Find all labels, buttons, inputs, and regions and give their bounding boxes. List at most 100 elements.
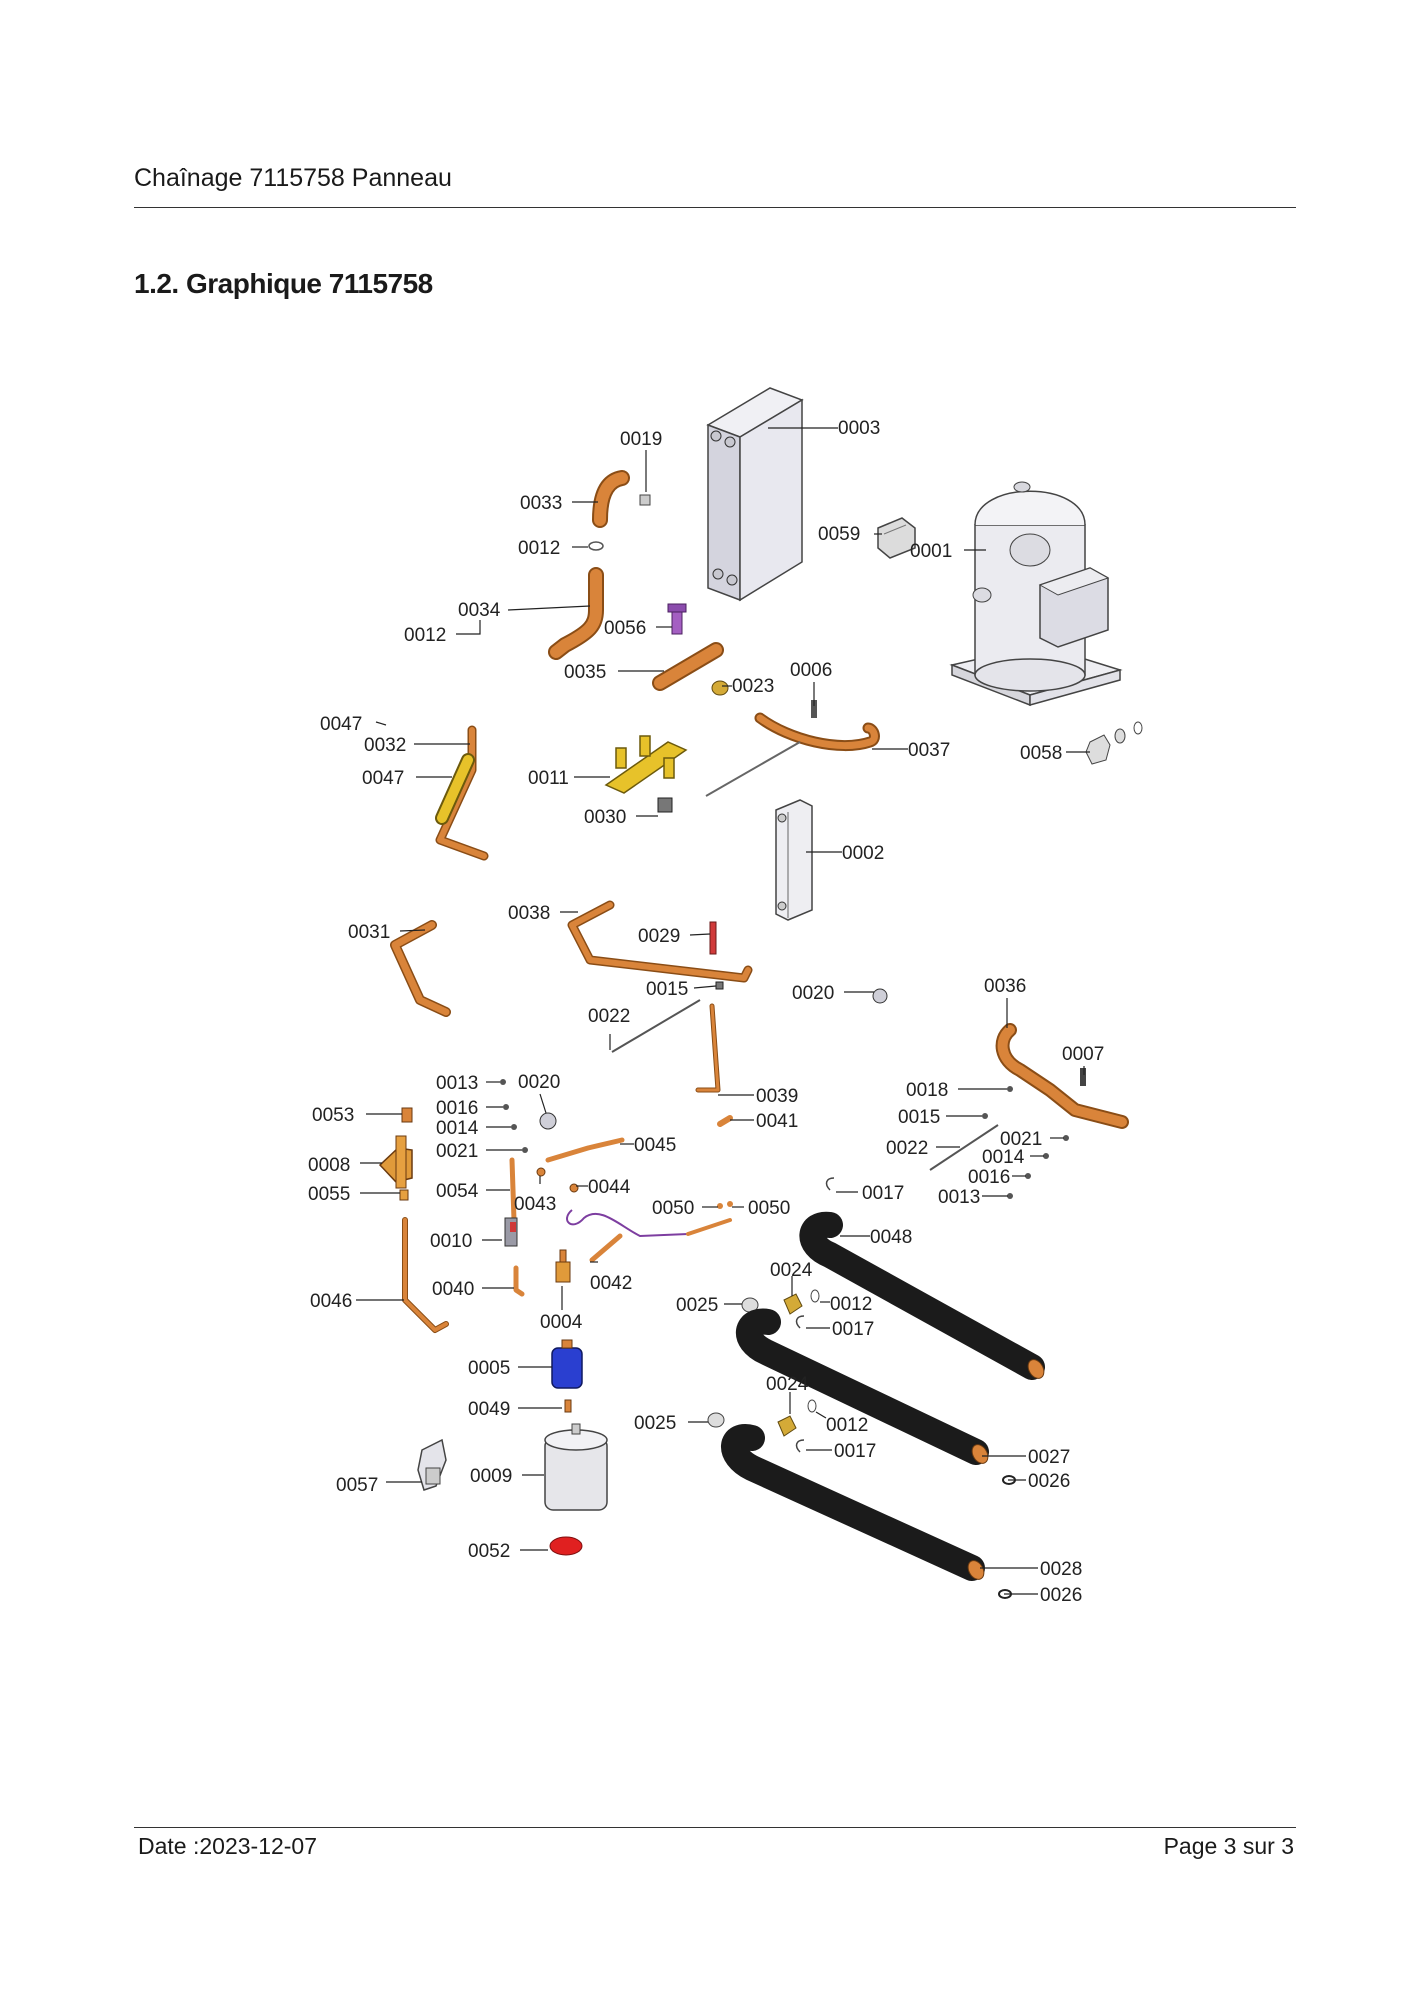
valve-0008-icon — [378, 1107, 413, 1201]
callout: 0004 — [540, 1312, 583, 1333]
fitting-group-lower-1-icon — [741, 1177, 835, 1329]
callout: 0030 — [584, 807, 626, 828]
footer-date: Date :2023-12-07 — [138, 1833, 318, 1859]
callout: 0015 — [898, 1107, 940, 1128]
callout: 0043 — [514, 1194, 556, 1215]
callout: 0013 — [938, 1187, 980, 1208]
callout: 0026 — [1040, 1585, 1082, 1606]
callout: 0046 — [310, 1291, 352, 1312]
compressor-icon — [949, 481, 1123, 707]
callout: 0057 — [336, 1475, 378, 1496]
terminal-box-icon — [877, 517, 916, 559]
callout: 0053 — [312, 1105, 354, 1126]
callout: 0019 — [620, 429, 662, 450]
callout: 0049 — [468, 1399, 510, 1420]
insulated-line-0028-icon — [721, 1424, 985, 1581]
leader-lines — [356, 427, 1090, 1595]
document-header-title: Chaînage 7115758 Panneau — [134, 164, 452, 192]
capillary-tube-icon — [566, 1209, 689, 1238]
callout: 0031 — [348, 922, 390, 943]
pipe-0037-icon — [705, 700, 880, 797]
callout: 0054 — [436, 1181, 479, 1202]
callout: 0008 — [308, 1155, 350, 1176]
callout: 0012 — [404, 625, 446, 646]
pipe-0036-icon — [995, 1023, 1129, 1129]
nut-0023-icon — [711, 680, 729, 696]
fitting-0043-icon — [536, 1167, 579, 1193]
callout: 0026 — [1028, 1471, 1070, 1492]
pipe-0031-icon — [390, 920, 451, 1017]
pipe-0032-icon — [435, 725, 489, 861]
pipe-0041-icon — [717, 1115, 733, 1127]
callout: 0016 — [968, 1167, 1010, 1188]
callout: 0033 — [520, 493, 562, 514]
callout: 0020 — [792, 983, 834, 1004]
pipe-0040-icon — [513, 1265, 525, 1297]
callout: 0040 — [432, 1279, 474, 1300]
sensor-0006-icon — [811, 700, 817, 718]
valve-0010-icon — [504, 1217, 518, 1247]
fitting-0049-icon — [564, 1399, 572, 1413]
callout: 0011 — [528, 768, 569, 789]
callout: 0003 — [838, 418, 880, 439]
callout: 0044 — [588, 1177, 631, 1198]
callout: 0022 — [886, 1138, 928, 1159]
callout: 0028 — [1040, 1559, 1082, 1580]
clip-0020-icon — [872, 988, 888, 1004]
callout: 0036 — [984, 976, 1026, 997]
callout: 0012 — [830, 1294, 872, 1315]
callout: 0012 — [518, 538, 560, 559]
plate-heat-exchanger-icon — [706, 387, 804, 602]
callout: 0037 — [908, 740, 950, 761]
callout: 0016 — [436, 1098, 478, 1119]
callout: 0009 — [470, 1466, 512, 1487]
header-divider — [134, 207, 1296, 208]
manifold-0011-icon — [604, 735, 688, 794]
callout: 0023 — [732, 676, 774, 697]
cover-0052-icon — [549, 1536, 583, 1556]
callout: 0035 — [564, 662, 606, 683]
callout: 0025 — [676, 1295, 718, 1316]
callout: 0058 — [1020, 743, 1062, 764]
pipe-0054-icon — [509, 1157, 525, 1297]
callout: 0006 — [790, 660, 832, 681]
callout: 0002 — [842, 843, 884, 864]
callout: 0017 — [862, 1183, 904, 1204]
sensor-group-mid-icon — [500, 1079, 557, 1153]
fitting-0050-icon — [717, 1201, 733, 1209]
callout: 0032 — [364, 735, 406, 756]
callout: 0047 — [320, 714, 362, 735]
pipe-0050-icon — [686, 1218, 732, 1236]
pipe-0042-icon — [589, 1233, 623, 1263]
elbow-pipe-0033-icon — [592, 470, 630, 528]
pipe-0045-icon — [545, 1137, 625, 1163]
callout: 0021 — [436, 1141, 478, 1162]
callout: 0041 — [756, 1111, 798, 1132]
callout: 0045 — [634, 1135, 676, 1156]
callout: 0039 — [756, 1086, 798, 1107]
footer-divider — [134, 1827, 1296, 1828]
sensor-0015-icon — [715, 981, 724, 990]
callout: 0015 — [646, 979, 688, 1000]
fitting-0030-icon — [657, 797, 673, 813]
callout: 0050 — [748, 1198, 790, 1219]
callout: 0010 — [430, 1231, 472, 1252]
valve-0057-icon — [417, 1438, 447, 1491]
callout: 0025 — [634, 1413, 676, 1434]
pipe-0046-icon — [402, 1217, 449, 1333]
pipe-0034-icon — [548, 567, 604, 660]
callout: 0024 — [770, 1260, 813, 1281]
callout: 0001 — [910, 541, 952, 562]
callout: 0020 — [518, 1072, 560, 1093]
callout: 0027 — [1028, 1447, 1070, 1468]
plate-heat-exchanger-0002-icon — [775, 799, 813, 921]
callout: 0014 — [982, 1147, 1025, 1168]
callout: 0007 — [1062, 1044, 1104, 1065]
callout: 0038 — [508, 903, 550, 924]
callout-labels: 0019 0003 0033 0012 0059 0001 0034 0012 … — [308, 418, 1104, 1606]
receiver-0009-icon — [544, 1423, 608, 1511]
callout: 0012 — [826, 1415, 868, 1436]
callout: 0050 — [652, 1198, 694, 1219]
callout: 0042 — [590, 1273, 632, 1294]
callout: 0056 — [604, 618, 646, 639]
